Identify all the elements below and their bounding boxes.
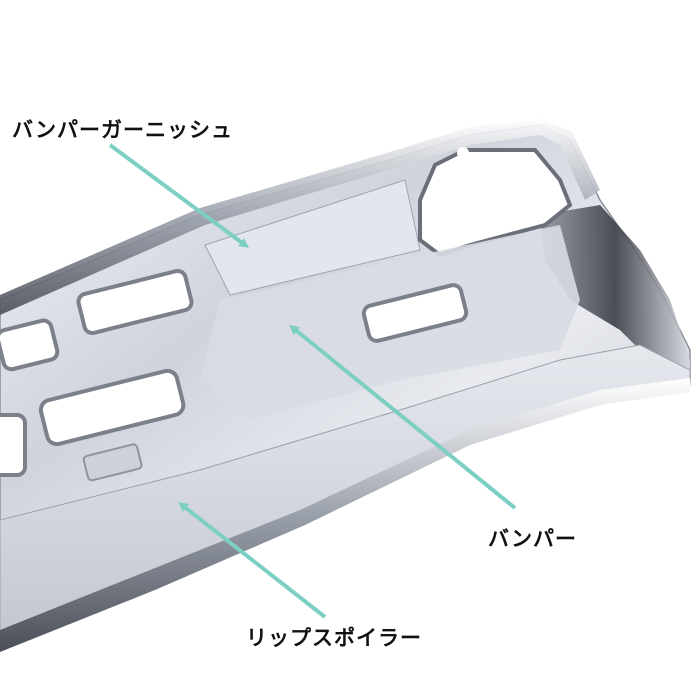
spoiler-arrow — [178, 501, 327, 619]
bumper-arrow — [289, 324, 517, 510]
garnish-label: バンパーガーニッシュ — [12, 118, 234, 142]
corner-opening — [418, 148, 573, 258]
far-left-slot — [0, 318, 60, 372]
lower-left-slot — [0, 413, 27, 477]
garnish-arrow — [108, 143, 250, 248]
bumper-label: バンパー — [488, 527, 578, 551]
upper-left-slot — [76, 268, 194, 336]
lower-center-slot — [38, 368, 186, 447]
glint — [457, 147, 469, 159]
garnish-panel — [204, 179, 421, 296]
corner-wrap — [540, 205, 690, 385]
right-slot — [361, 283, 469, 343]
small-plate — [82, 443, 143, 482]
lip-spoiler-label: リップスポイラー — [246, 626, 422, 650]
